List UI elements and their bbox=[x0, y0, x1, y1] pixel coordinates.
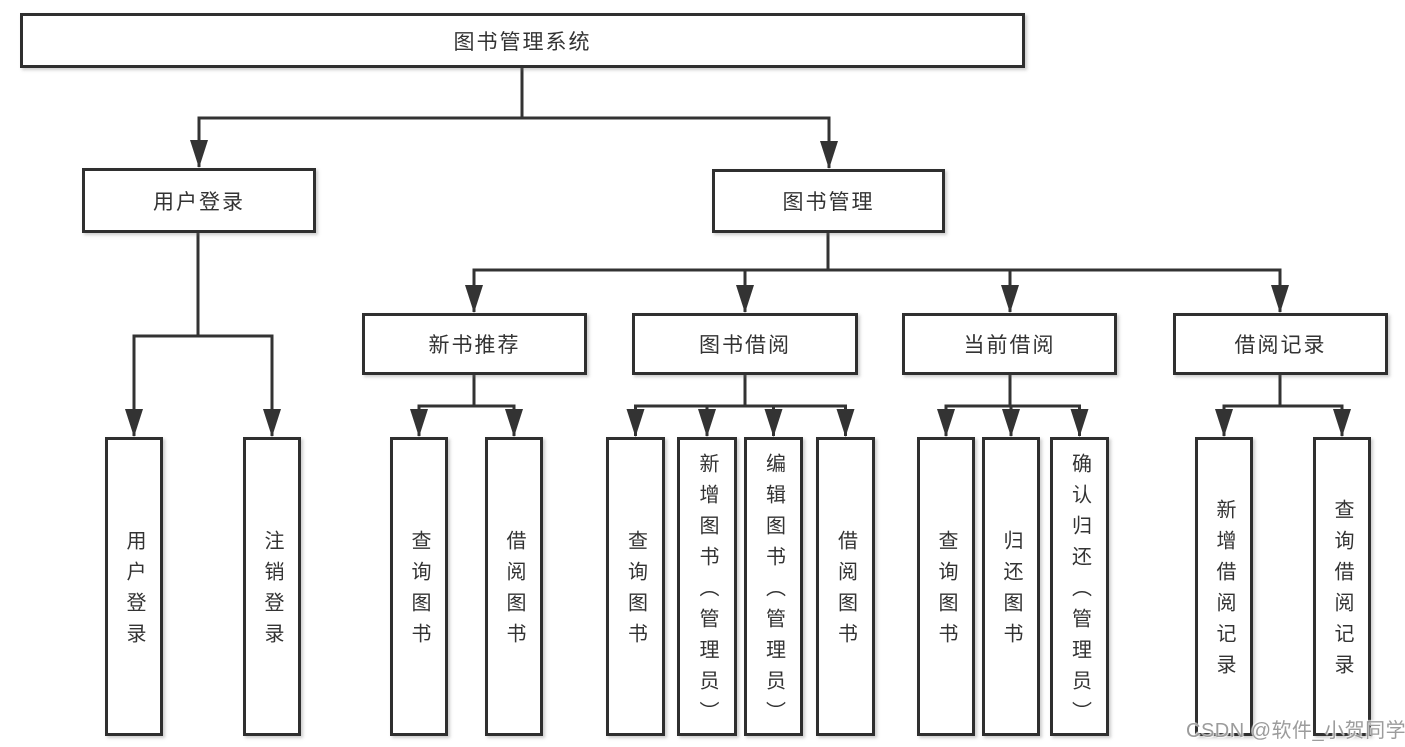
node-label: 查询图书 bbox=[935, 530, 957, 654]
connector-book-borrow-to-leaves bbox=[626, 375, 855, 437]
connector-new-book-to-leaves bbox=[410, 375, 523, 437]
node-user-login: 用户登录 bbox=[82, 168, 316, 233]
node-label: 注销登录 bbox=[261, 530, 283, 654]
node-label: 查询图书 bbox=[408, 530, 430, 654]
node-label: 图书管理系统 bbox=[453, 30, 592, 54]
node-label: 新增借阅记录 bbox=[1213, 499, 1235, 685]
node-borrowing-records: 借阅记录 bbox=[1173, 313, 1388, 375]
watermark-text: CSDN @软件_小贺同学 bbox=[1186, 720, 1405, 742]
leaf-add-books-admin: 新增图书（管理员） bbox=[677, 437, 737, 736]
leaf-borrow-books-borrowing: 借阅图书 bbox=[816, 437, 875, 736]
leaf-query-borrow-record: 查询借阅记录 bbox=[1313, 437, 1371, 736]
node-label: 用户登录 bbox=[153, 190, 245, 214]
node-library-management-system: 图书管理系统 bbox=[20, 13, 1025, 68]
node-label: 新书推荐 bbox=[428, 334, 521, 357]
connector-user-login-to-leaves bbox=[125, 233, 281, 437]
node-label: 编辑图书（管理员） bbox=[762, 452, 785, 732]
node-label: 归还图书 bbox=[1000, 530, 1022, 654]
node-current-borrowing: 当前借阅 bbox=[902, 313, 1117, 375]
leaf-query-books-current: 查询图书 bbox=[917, 437, 975, 736]
node-label: 确认归还（管理员） bbox=[1068, 452, 1091, 732]
leaf-add-borrow-record: 新增借阅记录 bbox=[1195, 437, 1253, 736]
node-label: 借阅记录 bbox=[1234, 334, 1327, 357]
connector-current-borrow-to-leaves bbox=[937, 375, 1089, 437]
node-label: 借阅图书 bbox=[503, 530, 525, 654]
leaf-logout-login: 注销登录 bbox=[243, 437, 301, 736]
leaf-borrow-books-recommendation: 借阅图书 bbox=[485, 437, 543, 736]
node-label: 图书借阅 bbox=[699, 334, 791, 357]
connector-borrow-records-to-leaves bbox=[1215, 375, 1351, 437]
connector-book-mgmt-to-level3 bbox=[465, 233, 1289, 313]
leaf-user-login: 用户登录 bbox=[105, 437, 163, 736]
leaf-query-books-recommendation: 查询图书 bbox=[390, 437, 448, 736]
node-label: 图书管理 bbox=[782, 191, 875, 214]
connector-root-to-level2 bbox=[190, 68, 838, 169]
node-label: 查询借阅记录 bbox=[1331, 499, 1353, 685]
leaf-edit-books-admin: 编辑图书（管理员） bbox=[744, 437, 803, 736]
node-label: 新增图书（管理员） bbox=[696, 452, 718, 732]
node-label: 当前借阅 bbox=[963, 334, 1056, 357]
node-label: 用户登录 bbox=[123, 530, 145, 654]
node-book-management: 图书管理 bbox=[712, 169, 945, 233]
node-book-borrowing: 图书借阅 bbox=[632, 313, 858, 375]
leaf-confirm-return-admin: 确认归还（管理员） bbox=[1050, 437, 1109, 736]
leaf-query-books-borrowing: 查询图书 bbox=[606, 437, 665, 736]
node-new-book-recommendation: 新书推荐 bbox=[362, 313, 587, 375]
leaf-return-books: 归还图书 bbox=[982, 437, 1040, 736]
node-label: 借阅图书 bbox=[834, 530, 857, 654]
node-label: 查询图书 bbox=[624, 530, 647, 654]
